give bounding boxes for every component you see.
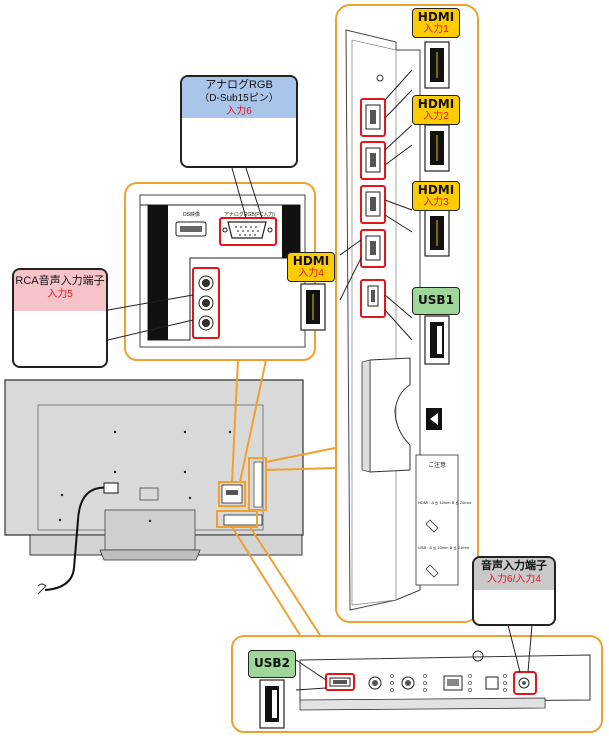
rca-audio-input: 入力5 bbox=[47, 289, 73, 300]
analog-rgb-subtitle: （D-Sub15ピン） bbox=[199, 93, 279, 104]
ds-label: DS映像 bbox=[183, 212, 200, 218]
notice-hdmi: HDMI : A ≦ 12mm B ≦ 20mm bbox=[418, 500, 471, 505]
audio-in-callout: 音声入力端子 入力6/入力4 bbox=[472, 556, 556, 626]
usb-port-icons bbox=[259, 315, 450, 729]
audio-in-title: 音声入力端子 bbox=[481, 560, 547, 572]
orange-leaders bbox=[231, 359, 336, 636]
pc-input-zoom bbox=[124, 182, 316, 361]
rca-audio-callout: RCA音声入力端子 入力5 bbox=[12, 268, 108, 368]
audio-in-input: 入力6/入力4 bbox=[487, 574, 541, 585]
tv-back bbox=[4, 379, 304, 595]
usb2-tag: USB2 bbox=[248, 650, 296, 678]
analog-rgb-input: 入力6 bbox=[226, 106, 252, 117]
analog-rgb-title: アナログRGB bbox=[205, 79, 273, 91]
notice-usb: USB : A ≦ 10mm B ≦ 21mm bbox=[418, 545, 469, 550]
analog-port-label: アナログRGB(PC入力) bbox=[224, 212, 276, 218]
notice-title: ご注意 bbox=[428, 463, 447, 469]
bottom-panel-zoom bbox=[231, 635, 603, 733]
usb1-tag: USB1 bbox=[412, 287, 460, 315]
analog-rgb-callout: アナログRGB （D-Sub15ピン） 入力6 bbox=[180, 75, 298, 168]
rca-audio-title: RCA音声入力端子 bbox=[15, 275, 105, 287]
